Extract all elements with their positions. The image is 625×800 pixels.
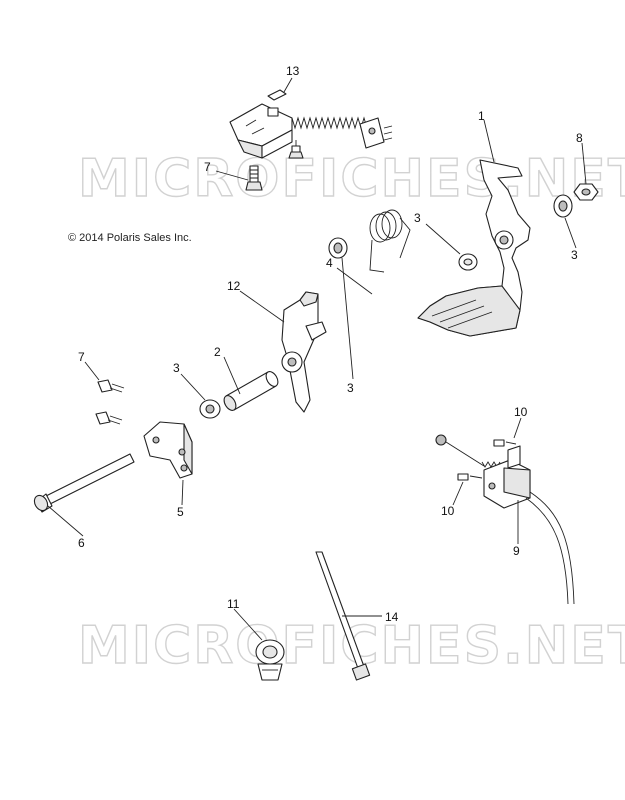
callout-1: 1 (478, 109, 485, 123)
callout-4: 4 (326, 256, 333, 270)
part-13-brake-switch (229, 89, 393, 159)
part-3-bushing-upper (458, 253, 478, 271)
part-8-nut (573, 183, 599, 201)
leader-7-mid (84, 361, 100, 381)
part-7-screw-top-small (288, 140, 304, 159)
part-7-screw-mid-lower (95, 411, 123, 425)
part-2-pivot-tube (223, 371, 279, 411)
part-11-clip (255, 639, 285, 681)
callout-13: 13 (286, 64, 300, 78)
part-14-cable-tie (315, 551, 371, 681)
part-3-bushing-left (199, 399, 221, 419)
part-4-spring (369, 209, 411, 273)
callout-14: 14 (385, 610, 399, 624)
leader-3-right (564, 217, 577, 249)
part-10-screw-upper (493, 439, 517, 447)
callout-2: 2 (214, 345, 221, 359)
leader-5 (181, 479, 184, 506)
leader-11 (233, 608, 263, 641)
part-3-bushing-upper-right (553, 194, 573, 218)
watermark-top: MICROFICHES.NET (78, 149, 625, 209)
leader-13 (283, 77, 293, 93)
part-10-screw-lower (457, 473, 483, 481)
leader-3-upper (425, 223, 461, 255)
callout-7-mid: 7 (78, 350, 85, 364)
leader-2 (223, 356, 241, 395)
callout-5: 5 (177, 505, 184, 519)
leader-12 (239, 290, 285, 323)
callout-12: 12 (227, 279, 241, 293)
callout-3-left: 3 (173, 361, 180, 375)
callout-3-mid: 3 (347, 381, 354, 395)
callout-7-top: 7 (204, 160, 211, 174)
callout-6: 6 (78, 536, 85, 550)
leader-8 (581, 142, 587, 185)
part-9-cable-assembly (435, 434, 575, 605)
leader-7-top (215, 170, 249, 181)
callout-11: 11 (227, 597, 240, 611)
part-7-screw-top (245, 165, 263, 191)
leader-3-left (180, 373, 206, 401)
callout-10-upper: 10 (514, 405, 528, 419)
leader-1 (483, 119, 495, 163)
leader-6 (47, 505, 84, 537)
leader-3-mid (341, 257, 354, 380)
leader-4 (336, 267, 373, 295)
callout-9: 9 (513, 544, 520, 558)
callout-8: 8 (576, 131, 583, 145)
part-7-screw-mid (97, 379, 125, 393)
part-5-bracket (143, 421, 193, 479)
callout-3-upper: 3 (414, 211, 421, 225)
part-12-pedal-arm (281, 291, 327, 413)
part-1-brake-pedal (417, 159, 531, 337)
leader-10-lower (452, 481, 464, 506)
part-3-bushing-mid (328, 237, 348, 259)
callout-10-lower: 10 (441, 504, 455, 518)
leader-10-upper (513, 417, 522, 439)
copyright-text: © 2014 Polaris Sales Inc. (68, 232, 192, 244)
part-6-long-bolt (33, 453, 135, 513)
callout-3-right: 3 (571, 248, 578, 262)
